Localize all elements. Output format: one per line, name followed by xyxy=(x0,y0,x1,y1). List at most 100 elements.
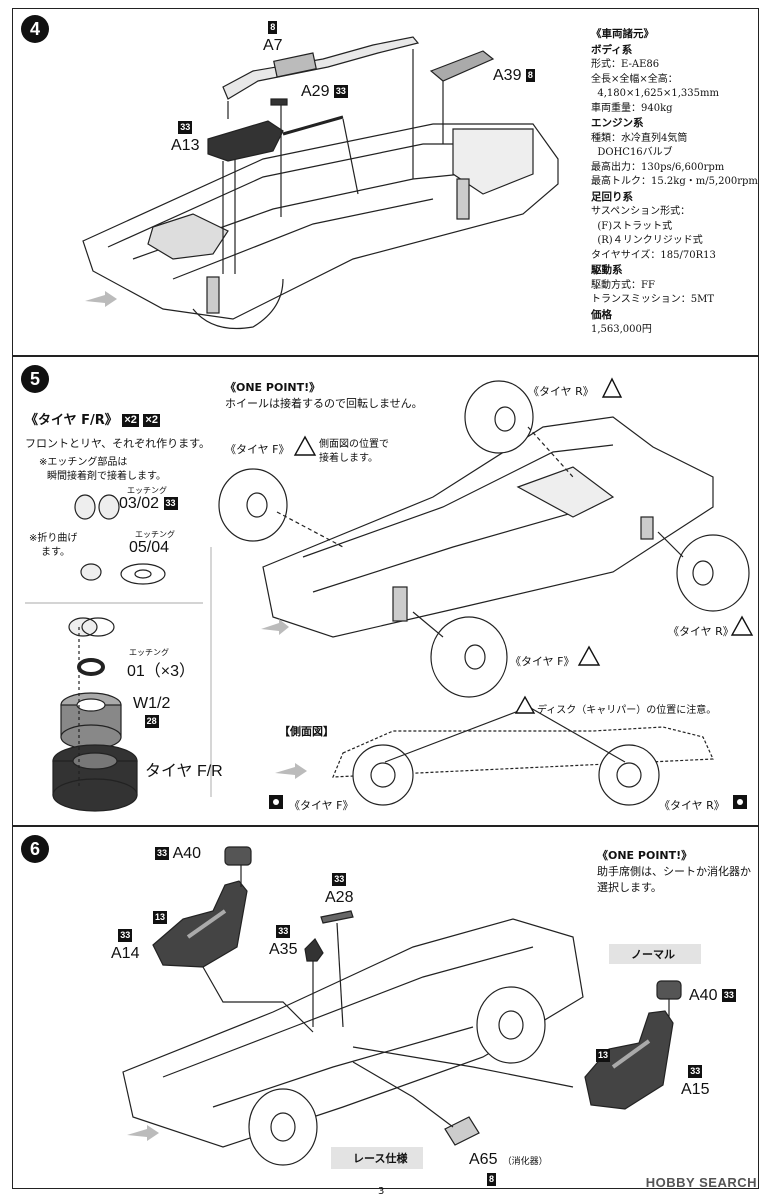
spec-group-body: ボディ系 形式：E-AE86 全長×全幅×全高： 4,180×1,625×1,3… xyxy=(591,43,758,117)
part-a15-callout: 33 A15 xyxy=(681,1063,709,1099)
front-direction-arrow xyxy=(261,619,289,635)
part-a40-label: A40 xyxy=(172,845,202,862)
spec-group-engine: エンジン系 種類：水冷直列4気筒 DOHC16バルブ 最高出力：130ps/6,… xyxy=(591,116,758,190)
step-5-panel: 5 xyxy=(12,356,759,826)
part-a13-label: A13 xyxy=(171,137,200,154)
normal-option-box xyxy=(609,944,701,964)
etching-label: エッチング xyxy=(129,648,169,657)
part-a65-note: （消化器） xyxy=(502,1157,548,1167)
etch-0504-label: 05/04 xyxy=(129,539,170,556)
part-a29-label: A29 xyxy=(301,83,330,100)
normal-option-label: ノーマル xyxy=(631,948,675,961)
step-4-panel: 4 xyxy=(12,8,759,356)
spec-line: 4,180×1,625×1,335mm xyxy=(591,88,719,99)
tire-fr-heading: 《タイヤ F/R》 ×2 ×2 xyxy=(25,409,160,428)
part-a35-badge: 33 xyxy=(276,925,291,939)
spec-group-head: 駆動系 xyxy=(591,264,623,276)
fold-note: ます。 xyxy=(41,547,70,558)
etch-note: ※エッチング部品は xyxy=(39,457,128,468)
part-a40-right-callout: A40 33 xyxy=(689,987,736,1005)
part-a28-badge: 33 xyxy=(332,873,347,887)
w12-badge: 28 xyxy=(144,715,159,729)
race-option-box xyxy=(331,1147,423,1169)
step-5-illustration xyxy=(25,377,754,812)
part-a7-callout: 8 A7 xyxy=(263,19,283,55)
one-point-text: 助手席側は、シートか消化器か xyxy=(597,865,751,878)
part-a14-badge: 33 xyxy=(118,929,133,943)
spec-line: DOHC16バルブ xyxy=(591,147,673,158)
spec-title: 《車両諸元》 xyxy=(591,28,654,40)
spec-line: (F)ストラット式 xyxy=(591,220,673,232)
part-13-badge-a14: 13 xyxy=(153,907,168,926)
side-view-marker-icon xyxy=(269,795,747,809)
part-a39-callout: A39 8 xyxy=(493,67,535,85)
front-direction-arrow xyxy=(85,291,117,307)
spec-line: 車両重量：940kg xyxy=(591,102,673,114)
part-a40-badge: 33 xyxy=(721,989,736,1003)
etch-0302-badge: 33 xyxy=(163,497,178,511)
part-a15-badge: 13 xyxy=(596,1049,611,1062)
front-direction-arrow xyxy=(127,1125,159,1141)
spec-line: タイヤサイズ：185/70R13 xyxy=(591,249,716,261)
disc-caliper-note: ディスク（キャリパー）の位置に注意。 xyxy=(537,705,717,716)
part-a65-callout: A65 （消化器） 8 xyxy=(469,1149,548,1188)
part-a28-callout: 33 A28 xyxy=(325,871,353,907)
spec-line: 駆動方式：FF xyxy=(591,279,655,291)
watermark: HOBBY SEARCH xyxy=(645,1175,757,1190)
part-a15-badge: 33 xyxy=(688,1065,703,1079)
spec-line: 最高出力：130ps/6,600rpm xyxy=(591,161,725,173)
step-6-illustration xyxy=(122,846,682,1166)
front-direction-arrow xyxy=(275,763,307,779)
side-position-note: 側面図の位置で xyxy=(319,439,389,450)
part-a14-badge: 13 xyxy=(153,911,168,924)
tire-r-label: 《タイヤ R》 xyxy=(528,385,594,398)
spec-line: トランスミッション：5MT xyxy=(591,294,715,305)
fold-note: ※折り曲げ xyxy=(29,533,78,544)
one-point-text: 選択します。 xyxy=(597,881,662,894)
part-a7-label: A7 xyxy=(263,37,283,54)
spec-group-head: エンジン系 xyxy=(591,117,644,129)
etch-note: 瞬間接着剤で接着します。 xyxy=(47,471,166,482)
etching-label: エッチング xyxy=(127,486,167,495)
part-a40-label: A40 xyxy=(689,987,718,1004)
part-a15-label: A15 xyxy=(681,1081,710,1098)
side-view-title: 【側面図】 xyxy=(279,725,334,738)
part-13-badge-a15: 13 xyxy=(596,1045,611,1064)
page-number: 3 xyxy=(378,1186,385,1197)
spec-line: (R)４リンクリジッド式 xyxy=(591,235,703,246)
one-point-text: ホイールは接着するので回転しません。 xyxy=(225,397,423,410)
side-position-note: 接着します。 xyxy=(319,453,378,464)
step-number-6: 6 xyxy=(21,835,49,863)
tire-fr-label: タイヤ F/R xyxy=(145,763,223,780)
spec-group-head: 価格 xyxy=(591,308,612,321)
part-a39-badge: 8 xyxy=(525,69,535,83)
part-a29-badge: 33 xyxy=(333,85,348,99)
spec-line: サスペンション形式： xyxy=(591,206,691,217)
part-a35-callout: 33 A35 xyxy=(269,923,297,959)
part-a65-label: A65 xyxy=(469,1151,498,1168)
w12-callout: W1/2 28 xyxy=(133,695,170,731)
one-point-title: 《ONE POINT!》 xyxy=(225,381,321,394)
part-a65-badge: 8 xyxy=(487,1173,497,1186)
race-option-label: レース仕様 xyxy=(353,1152,408,1165)
spec-line: 種類：水冷直列4気筒 xyxy=(591,132,688,144)
one-point-title: 《ONE POINT!》 xyxy=(597,849,693,862)
spec-group-price: 価格 1,563,000円 xyxy=(591,308,758,338)
spec-group-head: 足回り系 xyxy=(591,190,633,203)
make-both-note: フロントとリヤ、それぞれ作ります。 xyxy=(25,437,211,450)
qty-badge: ×2 xyxy=(122,414,139,427)
part-a14-label: A14 xyxy=(111,945,140,962)
spec-group-suspension: 足回り系 サスペンション形式： (F)ストラット式 (R)４リンクリジッド式 タ… xyxy=(591,190,758,264)
etch-0302-callout: 03/02 33 xyxy=(119,495,178,513)
step-6-panel: 6 xyxy=(12,826,759,1189)
qty-badge: ×2 xyxy=(143,414,160,427)
side-tire-r-label: 《タイヤ R》 xyxy=(659,799,725,812)
part-a35-label: A35 xyxy=(269,941,298,958)
vehicle-spec-block: 《車両諸元》 ボディ系 形式：E-AE86 全長×全幅×全高： 4,180×1,… xyxy=(591,27,758,338)
part-a7-badge: 8 xyxy=(268,21,278,35)
side-tire-f-label: 《タイヤ F》 xyxy=(289,799,354,812)
spec-line: 形式：E-AE86 xyxy=(591,59,660,70)
etching-label: エッチング xyxy=(135,530,175,539)
warning-icon xyxy=(293,377,754,714)
w12-label: W1/2 xyxy=(133,695,171,712)
